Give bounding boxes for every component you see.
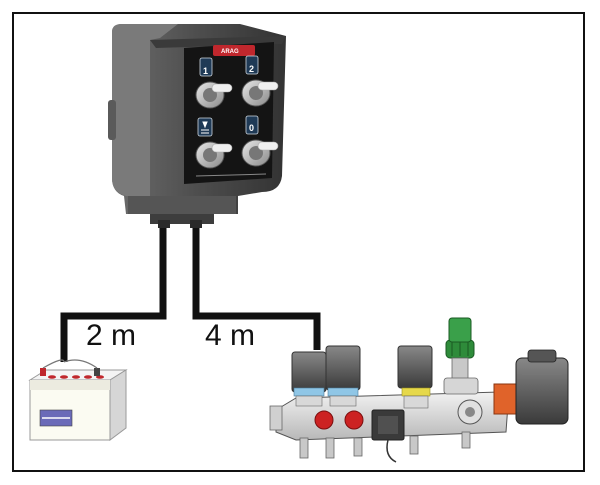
cable-to-battery [60,226,167,362]
main-valve-icon [245,115,259,135]
main-valve-motor [493,349,569,425]
negative-terminal [94,368,100,376]
control-box: ARAG 1 2 0 [108,24,286,228]
switch-1-number: 1 [203,66,208,76]
cable-to-valves [192,226,321,350]
valve-icon [245,55,259,75]
valve-cable-length: 4 m [205,319,255,352]
pressure-regulator [443,317,479,395]
switch-pressure[interactable] [195,117,233,169]
positive-terminal [40,368,46,376]
switch-2[interactable]: 2 [241,55,279,107]
brand-badge [213,45,255,56]
switch-1[interactable]: 1 [195,57,233,109]
battery-cells [48,375,104,379]
valve-knob-1 [314,410,334,430]
battery [28,359,128,441]
switch-main-number: 0 [249,123,254,133]
valve-motor-1 [291,351,327,407]
switch-main[interactable]: 0 [241,115,279,167]
valve-knob-2 [344,410,364,430]
battery-cable-length: 2 m [86,319,136,352]
valve-motor-3 [397,345,433,409]
brand-logo-text: ARAG [221,49,239,55]
switch-2-number: 2 [249,64,254,74]
valve-assembly [269,317,569,463]
valve-motor-2 [325,345,361,407]
motor-band [493,383,519,415]
valve-icon [199,57,213,77]
